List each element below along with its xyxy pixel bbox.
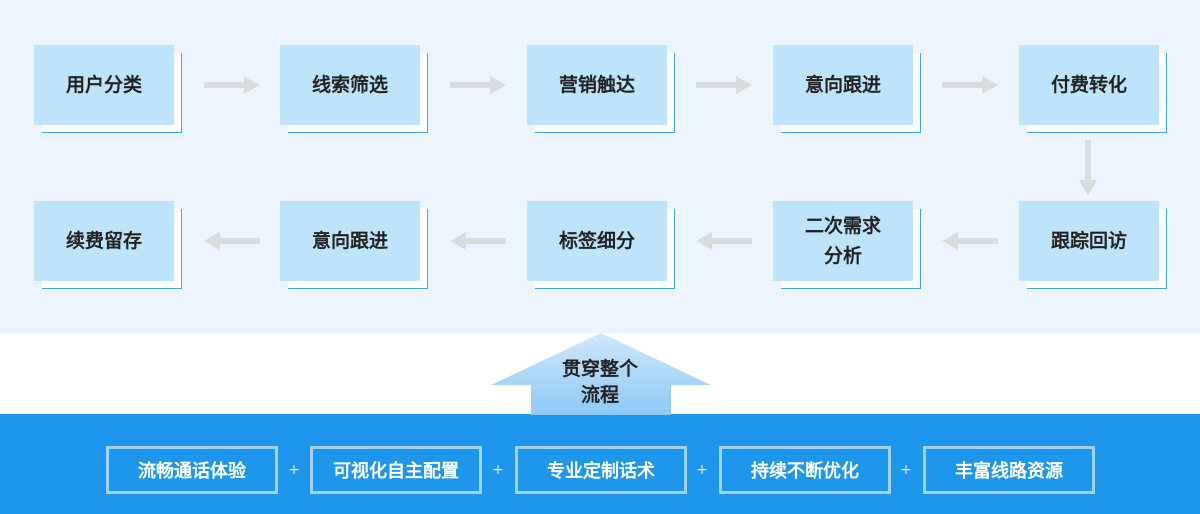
- step-label: 标签细分: [527, 201, 667, 281]
- arrow-left-icon: [204, 232, 260, 250]
- arrow-right-icon: [450, 76, 506, 94]
- step-user-classification: 用户分类: [34, 45, 182, 133]
- feature-custom-script: 专业定制话术: [515, 446, 687, 494]
- step-label: 意向跟进: [773, 45, 913, 125]
- step-tracking-revisit: 跟踪回访: [1019, 201, 1167, 289]
- step-intent-followup-2: 意向跟进: [280, 201, 428, 289]
- arrow-right-icon: [942, 76, 998, 94]
- plus-separator: +: [492, 462, 504, 478]
- up-arrow-icon: [491, 333, 711, 415]
- arrow-right-icon: [204, 76, 260, 94]
- arrow-right-icon: [696, 76, 752, 94]
- step-renewal-retention: 续费留存: [34, 201, 182, 289]
- step-label: 续费留存: [34, 201, 174, 281]
- step-label: 意向跟进: [280, 201, 420, 281]
- through-process-label: 贯穿整个 流程: [561, 358, 638, 406]
- step-label: 线索筛选: [280, 45, 420, 125]
- step-marketing-reach: 营销触达: [527, 45, 675, 133]
- feature-visual-config: 可视化自主配置: [310, 446, 482, 494]
- arrow-left-icon: [696, 232, 752, 250]
- step-paid-conversion: 付费转化: [1019, 45, 1167, 133]
- step-label: 用户分类: [34, 45, 174, 125]
- step-label: 营销触达: [527, 45, 667, 125]
- step-lead-screening: 线索筛选: [280, 45, 428, 133]
- step-label: 二次需求 分析: [773, 201, 913, 281]
- plus-separator: +: [288, 462, 300, 478]
- plus-separator: +: [900, 462, 912, 478]
- feature-smooth-call: 流畅通话体验: [106, 446, 278, 494]
- arrow-left-icon: [450, 232, 506, 250]
- arrow-left-icon: [942, 232, 998, 250]
- plus-separator: +: [696, 462, 708, 478]
- step-tag-segmentation: 标签细分: [527, 201, 675, 289]
- step-secondary-demand-analysis: 二次需求 分析: [773, 201, 921, 289]
- arrow-down-icon: [1079, 140, 1097, 196]
- step-label: 跟踪回访: [1019, 201, 1159, 281]
- feature-continuous-optimization: 持续不断优化: [719, 446, 891, 494]
- step-intent-followup: 意向跟进: [773, 45, 921, 133]
- feature-rich-line-resources: 丰富线路资源: [923, 446, 1095, 494]
- step-label: 付费转化: [1019, 45, 1159, 125]
